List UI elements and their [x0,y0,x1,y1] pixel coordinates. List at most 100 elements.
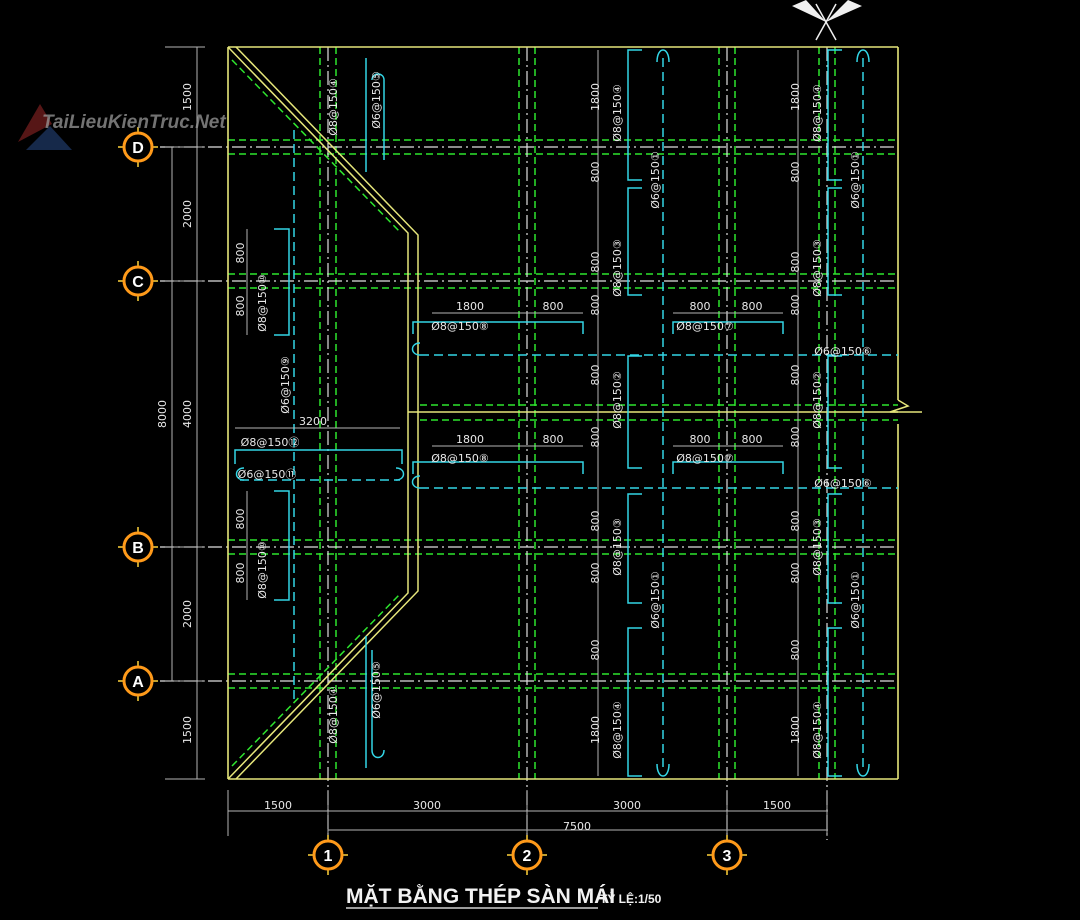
rebar-label: Ø8@150③ [811,239,824,297]
drawing-scale: TỶ LỆ:1/50 [600,891,662,906]
rebar-label: Ø6@150⑪ [238,468,297,481]
dimension-label: 1800 [789,83,802,111]
rebar-label: Ø8@150⑦ [676,452,734,465]
rebar-label: Ø6@150⑥ [814,345,872,358]
dimension-label: 1500 [181,83,194,111]
rebar-label: Ø8@150④ [611,84,624,142]
top-rebar [627,493,642,604]
dimension-label: 800 [543,300,564,313]
axis-label: 1 [324,848,333,865]
dimension-label: 800 [789,365,802,386]
rebar-label: Ø8@150③ [611,518,624,576]
top-rebar [827,355,842,469]
top-rebar [827,187,842,296]
rebar-label: Ø8@150④ [811,701,824,759]
axis-label: 2 [523,848,532,865]
top-rebar [672,461,784,474]
top-rebar [234,449,403,464]
drawing-title: MẶT BẰNG THÉP SÀN MÁI [346,884,615,908]
top-rebar [274,490,290,601]
rebar-label: Ø6@150① [649,571,662,629]
beam-edge [231,59,401,767]
dimension-label: 800 [742,300,763,313]
dimension-label: 800 [589,427,602,448]
dimension-label: 800 [234,563,247,584]
dimension-label: 800 [589,563,602,584]
dimension-label: 1800 [456,433,484,446]
rebar-label: Ø8@150③ [611,239,624,297]
dimension-label: 1800 [789,716,802,744]
dimension-label: 3000 [613,799,641,812]
dimension-label: 1800 [589,83,602,111]
break-mark [889,399,922,413]
dimension-label: 800 [234,509,247,530]
rebar-label: Ø8@150⑦ [676,320,734,333]
axis-label: 3 [723,848,732,865]
watermark-text: TaiLieuKienTruc.Net [42,112,226,133]
rebar-label: Ø8@150⑩ [256,541,269,599]
axis-label: C [132,274,144,291]
dimension-label: 3000 [413,799,441,812]
rebar-hook [371,73,385,759]
drawing-linework [160,46,922,840]
dimension-label: 800 [742,433,763,446]
grid-row-bubble: B [118,527,158,567]
dimension-label: 800 [789,427,802,448]
dimension-label: 800 [690,433,711,446]
grid-col-bubble: 1 [308,835,348,875]
top-rebar [827,493,842,604]
top-rebar [627,627,642,777]
rebar-hook [411,342,421,356]
rebar-label: Ø8@150② [611,371,624,429]
dimension-label: 1800 [589,716,602,744]
rebar-label: Ø8@150② [811,371,824,429]
rebar-label: Ø8@150⑩ [256,274,269,332]
grid-col-bubble: 3 [707,835,747,875]
dimension-label: 800 [543,433,564,446]
dimension-label: 800 [789,252,802,273]
rebar-hook [411,475,421,489]
rebar-label: Ø8@150⑧ [431,320,489,333]
top-rebar [412,461,584,474]
rebar-label: Ø6@150① [849,571,862,629]
dimension-label: 2000 [181,200,194,228]
rebar-label: Ø6@150⑥ [814,477,872,490]
rebar-label: Ø6@150① [849,151,862,209]
dimension-label: 1500 [763,799,791,812]
dimension-label: 1500 [181,716,194,744]
axis-label: B [132,540,144,557]
rebar-label: Ø6@150⑤ [370,71,383,129]
dimension-label: 800 [589,365,602,386]
dimension-label: 800 [789,640,802,661]
rebar-label: Ø8@150④ [327,78,340,136]
dimension-label: 800 [789,511,802,532]
dimension-label: 7500 [563,820,591,833]
roof-slope-edge [227,46,409,780]
dimension-label: 4000 [181,400,194,428]
rebar-label: Ø8@150⑫ [241,436,300,449]
dimension-label: 800 [589,640,602,661]
top-rebar [827,627,842,777]
north-arrow-icon [792,0,862,41]
rebar-label: Ø6@150⑨ [279,356,292,414]
grid-row-bubble: A [118,661,158,701]
rebar-hook [235,467,405,481]
dimension-label: 800 [589,162,602,183]
dimension-label: 3200 [299,415,327,428]
roof-slope-edge [235,46,419,780]
dimension-label: 800 [789,162,802,183]
rebar-label: Ø8@150④ [811,84,824,142]
rebar-label: Ø8@150④ [611,701,624,759]
dimension-label: 800 [234,243,247,264]
watermark-logo: TaiLieuKienTruc.Net [18,104,226,150]
top-rebar [627,355,642,469]
top-rebar [627,187,642,296]
dimension-label: 2000 [181,600,194,628]
rebar-label: Ø6@150① [649,151,662,209]
dimension-label: 8000 [156,400,169,428]
top-rebar [627,49,642,181]
dimension-label: 800 [589,295,602,316]
